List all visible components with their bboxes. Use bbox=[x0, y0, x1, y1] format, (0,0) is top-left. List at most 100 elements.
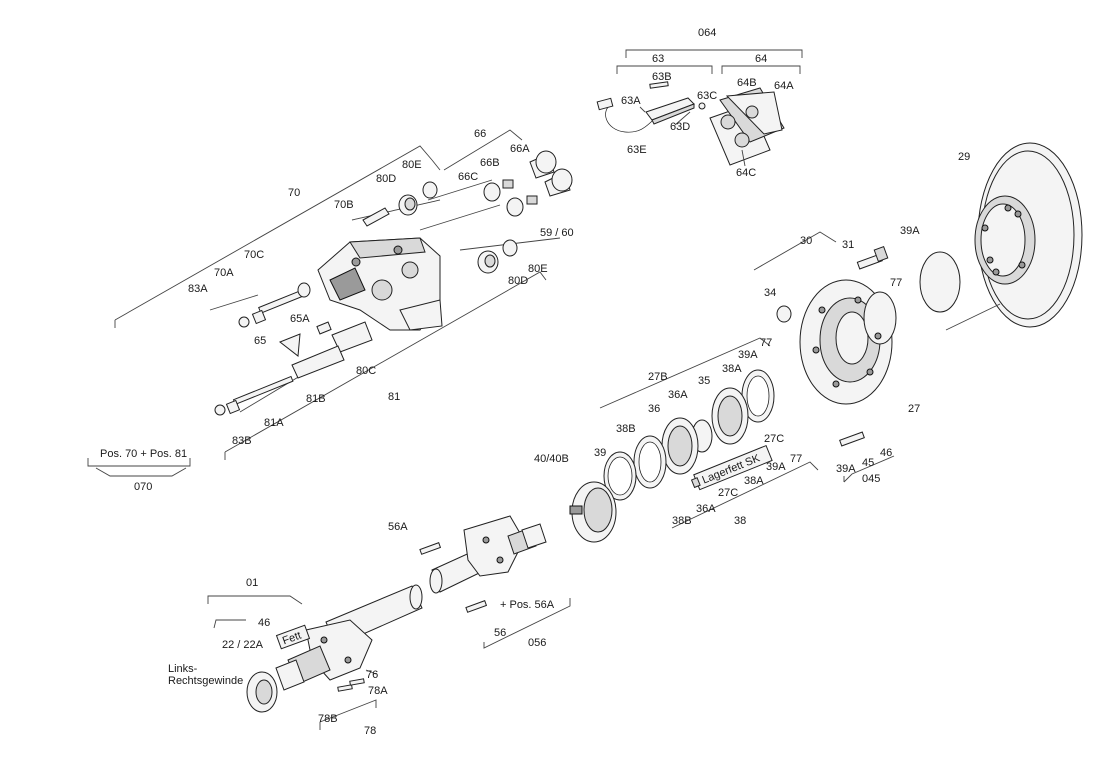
label-66: 66 bbox=[474, 128, 486, 140]
bearing-group: Lagerfett SK bbox=[569, 337, 819, 543]
label-66C: 66C bbox=[458, 171, 478, 183]
label-39A-top: 39A bbox=[900, 225, 920, 237]
guide-bolt-upper bbox=[238, 282, 311, 328]
label-64B: 64B bbox=[737, 77, 757, 89]
label-80C: 80C bbox=[356, 365, 376, 377]
label-81A: 81A bbox=[264, 417, 284, 429]
label-27C-low: 27C bbox=[718, 487, 738, 499]
label-45: 45 bbox=[862, 457, 874, 469]
label-78A: 78A bbox=[368, 685, 388, 697]
axle-stub-group bbox=[419, 515, 571, 649]
hub-nut bbox=[776, 305, 792, 323]
label-80E-top: 80E bbox=[402, 159, 422, 171]
label-36A-low: 36A bbox=[696, 503, 716, 515]
label-70B: 70B bbox=[334, 199, 354, 211]
hub-cap-seal bbox=[919, 251, 961, 313]
label-36A-top: 36A bbox=[668, 389, 688, 401]
brake-pad-group: 064 63 64 63B 63A 63C 64B 64A 63D 63E 64… bbox=[596, 27, 803, 179]
label-63: 63 bbox=[652, 53, 664, 65]
spring-clip bbox=[698, 102, 706, 110]
label-40-40B: 40/40B bbox=[534, 453, 569, 465]
label-22-22A: 22 / 22A bbox=[222, 639, 264, 651]
label-56: 56 bbox=[494, 627, 506, 639]
label-76: 76 bbox=[366, 669, 378, 681]
label-pos70-81: Pos. 70 + Pos. 81 bbox=[100, 448, 187, 460]
label-38A-low: 38A bbox=[744, 475, 764, 487]
split-pin bbox=[337, 684, 353, 692]
label-64C: 64C bbox=[736, 167, 756, 179]
label-80D-top: 80D bbox=[376, 173, 396, 185]
dust-boot-bottom bbox=[477, 239, 518, 274]
assembly-070-bracket: Pos. 70 + Pos. 81 070 bbox=[87, 448, 191, 493]
label-63C: 63C bbox=[697, 90, 717, 102]
label-80D-bot: 80D bbox=[508, 275, 528, 287]
label-36: 36 bbox=[648, 403, 660, 415]
label-64: 64 bbox=[755, 53, 767, 65]
label-70: 70 bbox=[288, 187, 300, 199]
label-65: 65 bbox=[254, 335, 266, 347]
label-63E: 63E bbox=[627, 144, 647, 156]
label-38B-low: 38B bbox=[672, 515, 692, 527]
brake-disc bbox=[974, 142, 1083, 328]
label-31: 31 bbox=[842, 239, 854, 251]
label-056: 056 bbox=[528, 637, 546, 649]
guide-sleeve-lower bbox=[291, 345, 345, 379]
label-links: Links- bbox=[168, 663, 198, 675]
caliper-group: 66 66A 66B 66C 80E 80D 70 70B 59 / 60 70… bbox=[114, 128, 574, 460]
label-27: 27 bbox=[908, 403, 920, 415]
bushing-small bbox=[316, 321, 332, 335]
wheel-bolt bbox=[856, 246, 889, 270]
piston-seal-set bbox=[483, 150, 573, 217]
label-78B: 78B bbox=[318, 713, 338, 725]
hub-cap bbox=[569, 481, 617, 543]
abs-bolt bbox=[839, 431, 865, 447]
spring-pin bbox=[349, 678, 365, 686]
label-39A-low: 39A bbox=[766, 461, 786, 473]
label-77-low: 77 bbox=[790, 453, 802, 465]
label-38B-top: 38B bbox=[616, 423, 636, 435]
axle-bolt-56A bbox=[419, 542, 442, 555]
dust-boot-top bbox=[398, 181, 438, 216]
label-01: 01 bbox=[246, 577, 258, 589]
label-63B: 63B bbox=[652, 71, 672, 83]
caliper-housing bbox=[317, 237, 443, 331]
label-27C-top: 27C bbox=[764, 433, 784, 445]
label-66A: 66A bbox=[510, 143, 530, 155]
label-070: 070 bbox=[134, 481, 152, 493]
guide-bolt-lower bbox=[214, 375, 294, 416]
guide-sleeve bbox=[362, 207, 390, 227]
axle-beam-group: Fett bbox=[207, 584, 423, 730]
label-70A: 70A bbox=[214, 267, 234, 279]
label-46-r: 46 bbox=[880, 447, 892, 459]
label-64A: 64A bbox=[774, 80, 794, 92]
steering-knuckle bbox=[463, 515, 547, 577]
label-27B: 27B bbox=[648, 371, 668, 383]
label-30: 30 bbox=[800, 235, 812, 247]
label-65A: 65A bbox=[290, 313, 310, 325]
label-pos56A: + Pos. 56A bbox=[500, 599, 555, 611]
label-34: 34 bbox=[764, 287, 776, 299]
label-56A: 56A bbox=[388, 521, 408, 533]
cover-cap bbox=[279, 333, 301, 357]
label-29: 29 bbox=[958, 151, 970, 163]
axle-nut bbox=[246, 671, 278, 713]
label-83B: 83B bbox=[232, 435, 252, 447]
label-63A: 63A bbox=[621, 95, 641, 107]
label-064: 064 bbox=[698, 27, 716, 39]
label-78: 78 bbox=[364, 725, 376, 737]
label-rechtsgewinde: Rechtsgewinde bbox=[168, 675, 243, 687]
axle-bolt-56 bbox=[465, 600, 488, 613]
label-38A-top: 38A bbox=[722, 363, 742, 375]
label-77-top: 77 bbox=[890, 277, 902, 289]
label-63D: 63D bbox=[670, 121, 690, 133]
label-38: 38 bbox=[734, 515, 746, 527]
label-39A-r: 39A bbox=[836, 463, 856, 475]
retaining-pin bbox=[649, 81, 669, 89]
label-39: 39 bbox=[594, 447, 606, 459]
wheel-hub-group bbox=[753, 231, 1001, 483]
label-80E-bot: 80E bbox=[528, 263, 548, 275]
label-39A-mid: 39A bbox=[738, 349, 758, 361]
label-46-l: 46 bbox=[258, 617, 270, 629]
label-59-60: 59 / 60 bbox=[540, 227, 574, 239]
